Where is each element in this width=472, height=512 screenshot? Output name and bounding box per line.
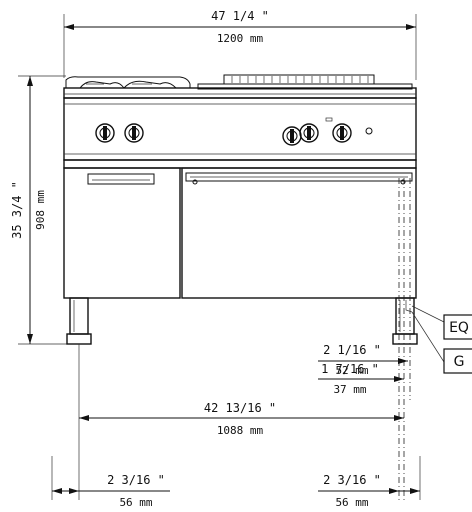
gas-offset-dimension: 1 7/16 " 37 mm bbox=[318, 362, 404, 396]
cabinet-door-handle[interactable] bbox=[87, 173, 155, 185]
cooking-top bbox=[63, 74, 417, 99]
base-cabinet bbox=[63, 159, 417, 299]
leg-span-imperial: 42 13/16 " bbox=[204, 401, 276, 415]
plate-knob-2[interactable] bbox=[299, 123, 319, 143]
left-burner-knob-2[interactable] bbox=[124, 123, 144, 143]
eq-offset-dimension: 2 1/16 " 52 mm bbox=[318, 343, 408, 377]
overall-height-imperial: 35 3/4 " bbox=[10, 181, 24, 239]
gas-callout: G bbox=[411, 311, 472, 374]
left-leg-offset-metric: 56 mm bbox=[119, 496, 152, 509]
oven-knob[interactable] bbox=[332, 123, 352, 143]
gas-offset-metric: 37 mm bbox=[333, 383, 366, 396]
overall-width-dimension: 47 1/4 " 1200 mm bbox=[63, 9, 417, 80]
equipotential-callout: EQ bbox=[411, 305, 472, 340]
ignition-marker bbox=[325, 117, 333, 122]
connection-lines bbox=[51, 178, 421, 500]
oven-door[interactable] bbox=[181, 167, 417, 299]
cabinet-door-left[interactable] bbox=[63, 167, 181, 299]
right-leg-offset-dimension: 2 3/16 " 56 mm bbox=[318, 473, 420, 509]
leg-span-metric: 1088 mm bbox=[217, 424, 264, 437]
left-leg-offset-imperial: 2 3/16 " bbox=[107, 473, 165, 487]
oven-door-handle[interactable] bbox=[185, 172, 413, 182]
equipotential-tag: EQ bbox=[449, 320, 469, 336]
plate-knob-1[interactable] bbox=[282, 126, 302, 146]
overall-height-metric: 908 mm bbox=[34, 190, 47, 230]
right-leg-offset-imperial: 2 3/16 " bbox=[323, 473, 381, 487]
gas-tag: G bbox=[454, 354, 465, 370]
right-leg-offset-metric: 56 mm bbox=[335, 496, 368, 509]
left-burner-knob-1[interactable] bbox=[95, 123, 115, 143]
pilot-light-indicator bbox=[365, 127, 373, 135]
eq-offset-imperial: 2 1/16 " bbox=[323, 343, 381, 357]
left-leg-offset-dimension: 2 3/16 " 56 mm bbox=[52, 473, 170, 509]
eq-offset-metric: 52 mm bbox=[335, 364, 368, 377]
overall-height-dimension: 35 3/4 " 908 mm bbox=[10, 75, 70, 345]
control-panel bbox=[63, 97, 417, 161]
overall-width-imperial: 47 1/4 " bbox=[211, 9, 269, 23]
gas-offset-imperial: 1 7/16 " bbox=[321, 362, 379, 376]
legs bbox=[66, 297, 418, 345]
leg-span-dimension: 42 13/16 " 1088 mm bbox=[79, 401, 404, 437]
overall-width-metric: 1200 mm bbox=[217, 32, 264, 45]
